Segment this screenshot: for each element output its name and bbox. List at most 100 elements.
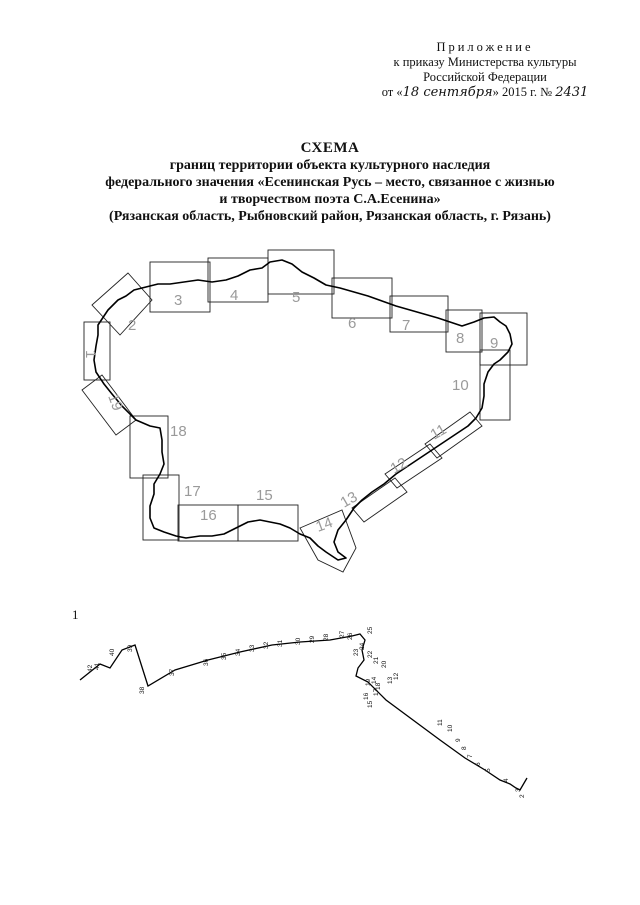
detail-point-label: 28 [323, 633, 330, 641]
tile-labels: 1 2 3 4 5 6 7 8 9 10 11 12 13 14 15 16 1… [82, 287, 498, 536]
detail-point-label: 29 [309, 635, 316, 643]
map-tile-8 [445, 309, 483, 353]
document-heading: СХЕМА границ территории объекта культурн… [60, 140, 600, 225]
map-tile-12 [384, 443, 443, 489]
detail-point-label: 16 [363, 692, 370, 700]
detail-point-label: 36 [203, 658, 210, 666]
handwritten-number: 2431 [555, 85, 589, 100]
detail-point-label: 38 [139, 686, 146, 694]
tile-label-4: 4 [230, 287, 238, 304]
date-suffix: 2015 г. № [502, 85, 553, 99]
detail-point-label: 8 [461, 746, 468, 750]
date-prefix: от « [381, 85, 403, 99]
heading-title: СХЕМА [300, 140, 360, 156]
map-tile-9 [479, 312, 528, 366]
map-tile-11 [424, 411, 483, 459]
tile-label-7: 7 [402, 317, 410, 334]
detail-point-label: 22 [367, 650, 374, 658]
tile-label-5: 5 [292, 289, 300, 306]
detail-point-label: 34 [235, 648, 242, 656]
detail-point-label: 30 [295, 637, 302, 645]
appendix-date-line: от «18 сентября» 2015 г. № 2431 [381, 85, 589, 100]
map-tile-1 [83, 321, 111, 381]
appendix-line-1: к приказу Министерства культуры [393, 55, 577, 69]
detail-point-label: 10 [447, 724, 454, 732]
detail-point-label: 41 [94, 662, 101, 670]
detail-point-label: 11 [437, 719, 444, 726]
detail-point-label: 35 [221, 652, 228, 660]
map-tile-13 [351, 477, 408, 523]
detail-point-label: 7 [467, 754, 474, 758]
territory-boundary [93, 259, 513, 561]
detail-point-label: 37 [169, 668, 176, 676]
tile-label-11: 11 [428, 421, 450, 444]
map-tile-10 [479, 349, 511, 421]
tile-label-15: 15 [256, 487, 273, 504]
detail-point-label: 15 [367, 700, 374, 708]
handwritten-date: 18 сентября [402, 85, 493, 100]
detail-point-label: 33 [249, 644, 256, 652]
appendix-title: Приложение [436, 40, 534, 54]
detail-point-label: 18 [375, 682, 382, 690]
detail-point-label: 25 [367, 626, 374, 634]
tile-label-18: 18 [170, 423, 187, 440]
detail-point-label: 3 [515, 788, 522, 792]
detail-point-label: 12 [393, 672, 400, 680]
heading-line-2: федерального значения «Есенинская Русь –… [105, 175, 555, 190]
map-tile-3 [149, 261, 211, 313]
map-tile-2 [91, 272, 153, 336]
tile-label-14: 14 [314, 514, 335, 536]
tile-label-12: 12 [388, 454, 411, 477]
detail-point-label: 39 [127, 644, 134, 652]
tile-label-1: 1 [82, 350, 99, 358]
tile-label-9: 9 [490, 335, 498, 352]
detail-boundary-line [79, 633, 528, 791]
map-tile-6 [331, 277, 393, 319]
tile-label-13: 13 [338, 488, 361, 511]
tile-label-6: 6 [348, 315, 356, 332]
map-tile-5 [267, 249, 335, 295]
tile-label-10: 10 [452, 377, 469, 394]
detail-point-label: 23 [353, 648, 360, 656]
tile-label-17: 17 [184, 483, 201, 500]
tile-label-3: 3 [174, 292, 182, 309]
detail-point-label: 26 [347, 632, 354, 640]
detail-point-label: 13 [387, 676, 394, 684]
detail-point-label: 20 [381, 660, 388, 668]
heading-line-1: границ территории объекта культурного на… [169, 158, 491, 173]
tile-label-16: 16 [200, 507, 217, 524]
detail-point-label: 4 [503, 778, 510, 782]
map-tile-18 [129, 415, 169, 479]
tile-label-19: 19 [104, 392, 126, 413]
detail-point-label: 17 [373, 688, 380, 696]
tile-label-8: 8 [456, 330, 464, 347]
map-tile-7 [389, 295, 449, 333]
detail-point-label: 14 [371, 676, 378, 684]
detail-point-label: 32 [263, 641, 270, 649]
map-tile-17 [142, 474, 180, 541]
tile-label-2: 2 [128, 317, 136, 334]
detail-point-label: 42 [87, 664, 94, 672]
map-tiles [81, 249, 528, 573]
detail-point-label: 21 [373, 656, 380, 664]
detail-point-label: 9 [455, 738, 462, 742]
detail-point-label: 31 [277, 639, 284, 647]
appendix-block: Приложение к приказу Министерства культу… [370, 40, 600, 100]
map-tile-16 [177, 504, 239, 542]
heading-line-3: и творчеством поэта С.А.Есенина» [219, 192, 441, 207]
appendix-line-2: Российской Федерации [423, 70, 547, 84]
heading-line-4: (Рязанская область, Рыбновский район, Ря… [109, 209, 551, 224]
detail-point-label: 5 [485, 768, 492, 772]
detail-point-label: 40 [109, 648, 116, 656]
detail-point-label: 24 [359, 642, 366, 650]
detail-point-label: 6 [475, 762, 482, 766]
map-tile-14 [299, 509, 357, 573]
detail-label: 1 [72, 607, 79, 622]
detail-point-label: 2 [519, 794, 526, 798]
detail-point-label: 27 [339, 630, 346, 638]
detail-point-label: 19 [365, 678, 372, 686]
